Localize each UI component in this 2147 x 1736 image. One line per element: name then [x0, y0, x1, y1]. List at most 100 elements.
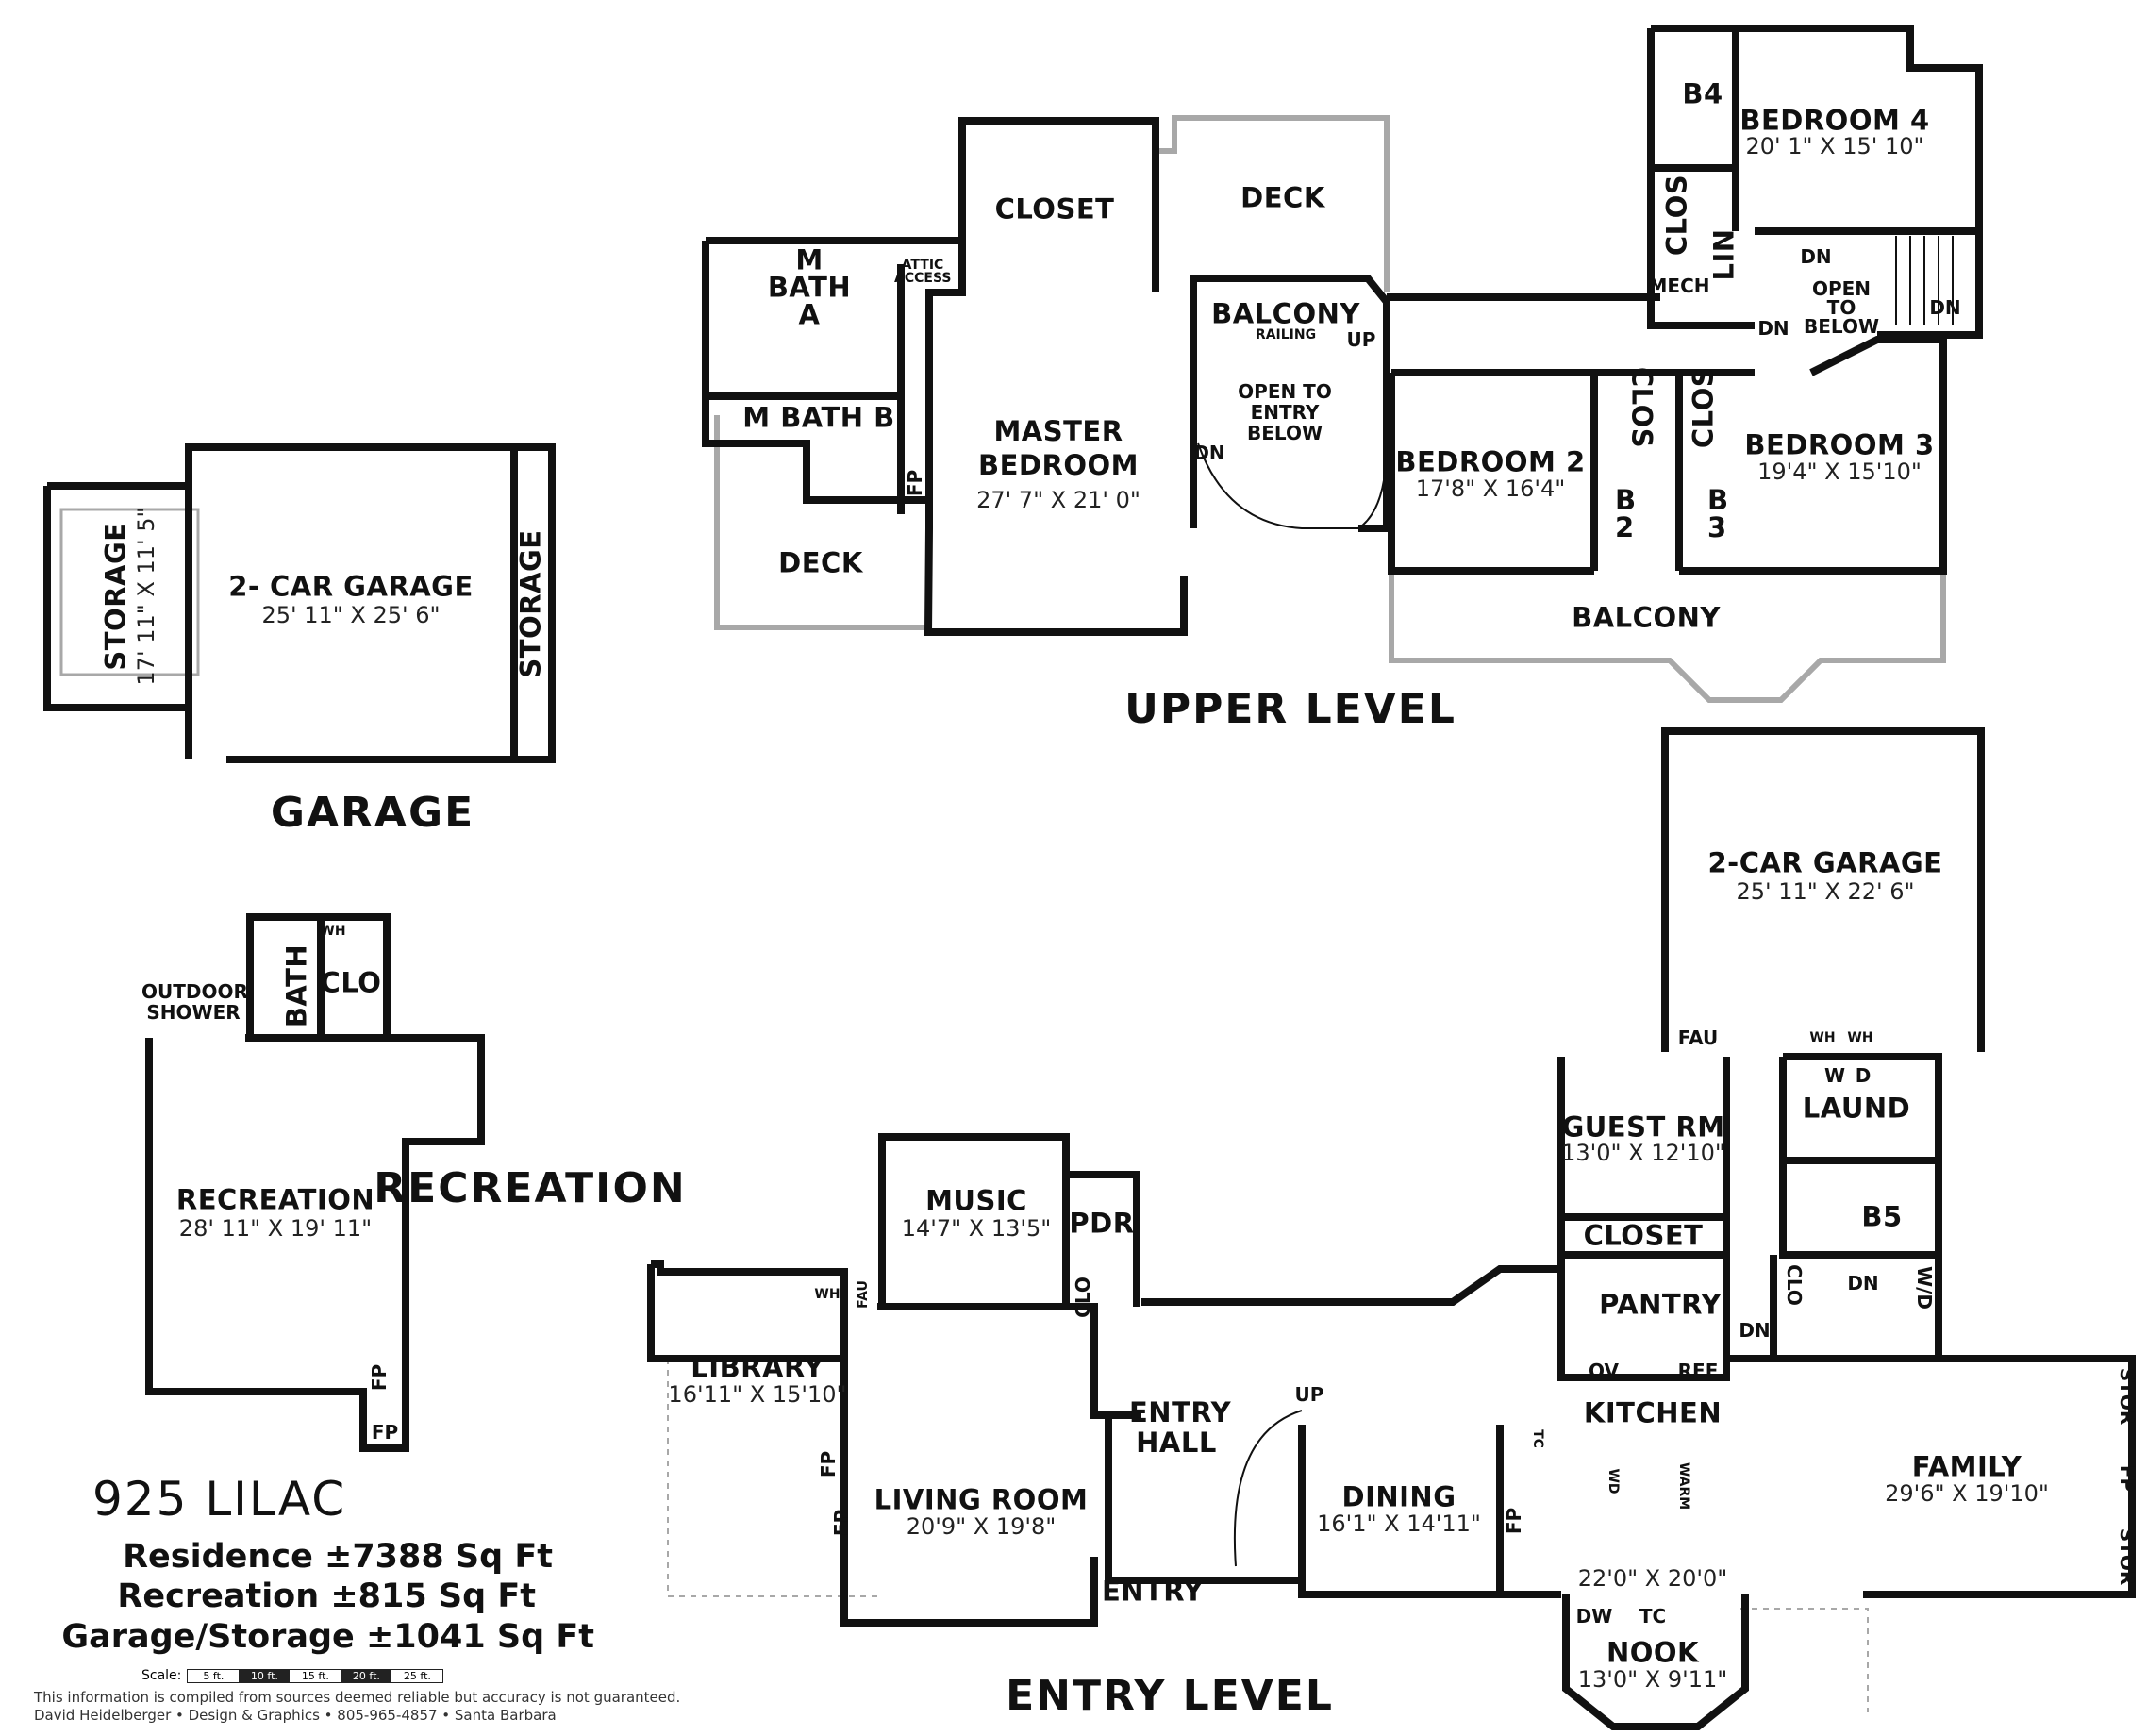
master-bedroom-label: MASTER BEDROOM [978, 415, 1139, 481]
residence-area: Residence ±7388 Sq Ft [123, 1538, 553, 1576]
family-walls [1726, 1355, 2136, 1598]
entry-level-title: ENTRY LEVEL [1006, 1672, 1334, 1720]
library-walls [647, 1264, 844, 1362]
nook-dashed [1740, 1608, 1869, 1712]
credits: This information is compiled from source… [34, 1689, 680, 1725]
garage-walls [43, 486, 192, 760]
recreation-room-label: RECREATION [175, 1183, 375, 1216]
mbath-outer [702, 241, 929, 504]
library-dims: 16'11" X 15'10" [668, 1381, 847, 1408]
nook-label: NOOK [1606, 1636, 1700, 1669]
fp-family-label: FP [2116, 1464, 2139, 1493]
dw-label: DW [1575, 1605, 1613, 1628]
bedroom2-dims: 17'8" X 16'4" [1415, 476, 1566, 502]
deck-lower-label: DECK [778, 546, 863, 579]
music-walls [878, 1133, 1070, 1307]
bedroom4-dims: 20' 1" X 15' 10" [1745, 133, 1924, 159]
b3-label: B 3 [1707, 484, 1729, 543]
dn3-label: DN [1929, 296, 1961, 319]
stor2-label: STOR [2116, 1527, 2139, 1586]
attic-access-label: ATTIC ACCESS [894, 258, 952, 286]
light-outlines [59, 115, 1946, 1712]
guest-closet-label: CLOSET [1583, 1219, 1704, 1252]
railing-label: RAILING [1255, 327, 1317, 342]
fp-master-label: FP [904, 469, 926, 497]
garage-area: Garage/Storage ±1041 Sq Ft [61, 1618, 594, 1656]
master-suite-walls [958, 117, 1159, 292]
pdr-label: PDR [1069, 1207, 1135, 1240]
dining-room-label: DINING [1341, 1480, 1456, 1513]
storage-garage-label: STORAGE [99, 522, 132, 671]
balcony-outline [1389, 574, 1946, 703]
main-garage-label: 2-CAR GARAGE [1707, 846, 1943, 879]
wd-hall-label: W/D [1913, 1266, 1936, 1310]
entry-label: ENTRY [1101, 1575, 1205, 1608]
wh-library-label: WH [814, 1287, 840, 1302]
up-entry-label: UP [1294, 1383, 1324, 1406]
upper-stair-box [1755, 227, 1983, 339]
scale-mark-5: 5 ft. [203, 1669, 225, 1682]
library-label: LIBRARY [691, 1351, 824, 1384]
pantry-label: PANTRY [1599, 1288, 1722, 1321]
tc2-label: TC [1639, 1605, 1667, 1628]
wh2-label: WH [1847, 1030, 1873, 1045]
lower-deck-outline [714, 415, 929, 630]
deck-upper-label: DECK [1240, 181, 1325, 214]
bed2-walls [1388, 373, 1594, 575]
guest-room-label: GUEST RM [1561, 1110, 1725, 1143]
mbath-a-label: M BATH A [767, 243, 852, 331]
bath-rec-label: BATH [280, 943, 313, 1028]
balcony-railing-label: BALCONY [1211, 297, 1360, 330]
living-walls [840, 1382, 1098, 1627]
bedroom2-label: BEDROOM 2 [1395, 445, 1586, 478]
scale-label: Scale: [141, 1668, 182, 1683]
stair-well [1190, 275, 1390, 532]
bedroom3-label: BEDROOM 3 [1744, 428, 1935, 461]
designer-credit: David Heidelberger • Design & Graphics •… [34, 1707, 557, 1724]
tc1-label: TC [1530, 1429, 1545, 1448]
fp-rec1-label: FP [368, 1363, 391, 1392]
clo-music-label: CLO [1072, 1277, 1094, 1318]
bed4-left [1647, 28, 1755, 329]
entry-spiral-stair [1233, 1410, 1303, 1567]
dn1-label: DN [1800, 245, 1832, 268]
detached-garage-dims: 25' 11" X 25' 6" [261, 602, 441, 628]
kitchen-label: KITCHEN [1583, 1396, 1723, 1429]
oven-label: OV [1589, 1360, 1619, 1382]
terrace-dashed [667, 1359, 877, 1597]
family-room-label: FAMILY [1911, 1450, 2022, 1483]
clos-b3-label: CLOS [1687, 366, 1720, 449]
dn2-label: DN [1757, 317, 1789, 340]
fp-rec2-label: FP [371, 1421, 399, 1444]
dn-hall2-label: DN [1739, 1319, 1771, 1342]
b2-label: B 2 [1615, 484, 1637, 543]
dining-walls [1298, 1425, 1500, 1598]
balcony-label: BALCONY [1572, 601, 1721, 634]
clos-b4-label: CLOS [1660, 174, 1693, 257]
scale-mark-20: 20 ft. [341, 1669, 392, 1682]
pdr-walls [1066, 1171, 1140, 1307]
entry-hall-label: ENTRY HALL [1129, 1396, 1232, 1459]
scale-mark-15: 15 ft. [301, 1669, 329, 1682]
bed3-walls [1679, 336, 1947, 575]
garage-top [47, 443, 518, 760]
mbath-b-label: M BATH B [742, 401, 895, 434]
main-garage-walls [1661, 727, 1985, 1052]
music-room-dims: 14'7" X 13'5" [901, 1215, 1052, 1242]
warm-label: WARM [1676, 1461, 1691, 1511]
living-room-label: LIVING ROOM [874, 1483, 1089, 1516]
b5-label: B5 [1861, 1200, 1903, 1233]
garage-title: GARAGE [270, 789, 475, 837]
main-garage-dims: 25' 11" X 22' 6" [1736, 878, 1915, 905]
nook-walls [1562, 1594, 1749, 1730]
lin-label: LIN [1707, 228, 1740, 281]
clo-rec-label: CLO [320, 966, 382, 999]
living-room-dims: 20'9" X 19'8" [906, 1513, 1057, 1540]
laundry-label: LAUND [1802, 1092, 1911, 1125]
fp-dining-label: FP [1503, 1507, 1525, 1535]
wh-rec-label: WH [320, 924, 346, 939]
b4-label: B4 [1682, 77, 1723, 110]
storage-right-label: STORAGE [514, 529, 547, 678]
scale-mark-25: 25 ft. [403, 1669, 431, 1682]
scale-mark-10: 10 ft. [239, 1669, 291, 1682]
